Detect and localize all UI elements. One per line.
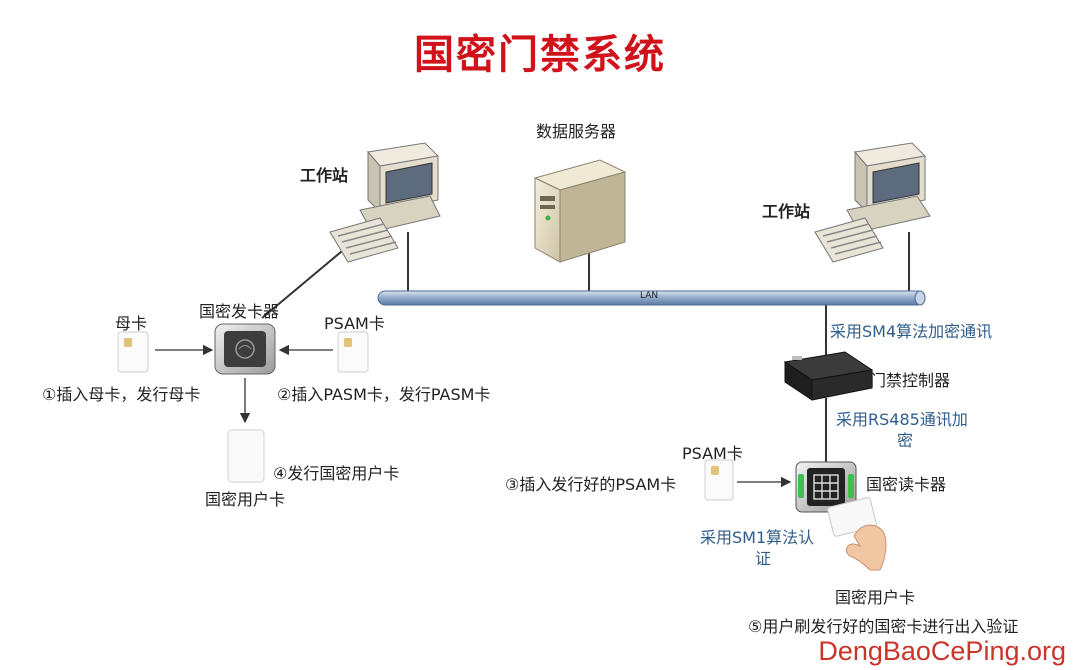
door-controller-icon xyxy=(783,351,874,401)
workstation-right-icon xyxy=(814,142,931,263)
psam-card-left-icon xyxy=(337,331,369,373)
mother-card-label: 母卡 xyxy=(115,314,148,333)
step3-label: ③插入发行好的PSAM卡 xyxy=(505,475,677,494)
workstation-left-label: 工作站 xyxy=(300,166,349,185)
server-icon xyxy=(533,159,627,263)
psam-card-right-icon xyxy=(704,459,734,501)
user-card-left-icon xyxy=(227,429,265,483)
step5-label: ⑤用户刷发行好的国密卡进行出入验证 xyxy=(748,617,1019,636)
door-controller-label: 门禁控制器 xyxy=(870,371,951,390)
server-label: 数据服务器 xyxy=(536,122,617,141)
hand-with-card-icon xyxy=(827,497,887,571)
user-card-right-label: 国密用户卡 xyxy=(835,588,916,607)
page-title: 国密门禁系统 xyxy=(414,32,666,78)
lan-bus xyxy=(377,290,926,306)
rs485-annotation-line2: 密 xyxy=(897,431,914,450)
step1-label: ①插入母卡，发行母卡 xyxy=(42,385,201,404)
sm1-annotation-line2: 证 xyxy=(755,549,772,568)
watermark: DengBaoCePing.org xyxy=(818,636,1066,666)
card-reader-icon xyxy=(795,461,857,513)
user-card-left-label: 国密用户卡 xyxy=(205,490,286,509)
step4-label: ④发行国密用户卡 xyxy=(273,464,400,483)
mother-card-icon xyxy=(117,331,149,373)
card-issuer-label: 国密发卡器 xyxy=(199,302,280,321)
issuer-arrows xyxy=(155,344,333,424)
workstation-right-label: 工作站 xyxy=(762,202,811,221)
psam-card-right-label: PSAM卡 xyxy=(682,444,743,463)
sm4-annotation: 采用SM4算法加密通讯 xyxy=(830,322,993,341)
step2-label: ②插入PASM卡，发行PASM卡 xyxy=(277,385,491,404)
lan-label: LAN xyxy=(640,291,659,301)
psam-card-left-label: PSAM卡 xyxy=(324,314,385,333)
card-reader-label: 国密读卡器 xyxy=(866,475,947,494)
workstation-left-icon xyxy=(329,142,441,263)
card-issuer-icon xyxy=(214,323,276,375)
rs485-annotation-line1: 采用RS485通讯加 xyxy=(836,410,968,429)
sm1-annotation-line1: 采用SM1算法认 xyxy=(700,528,815,547)
